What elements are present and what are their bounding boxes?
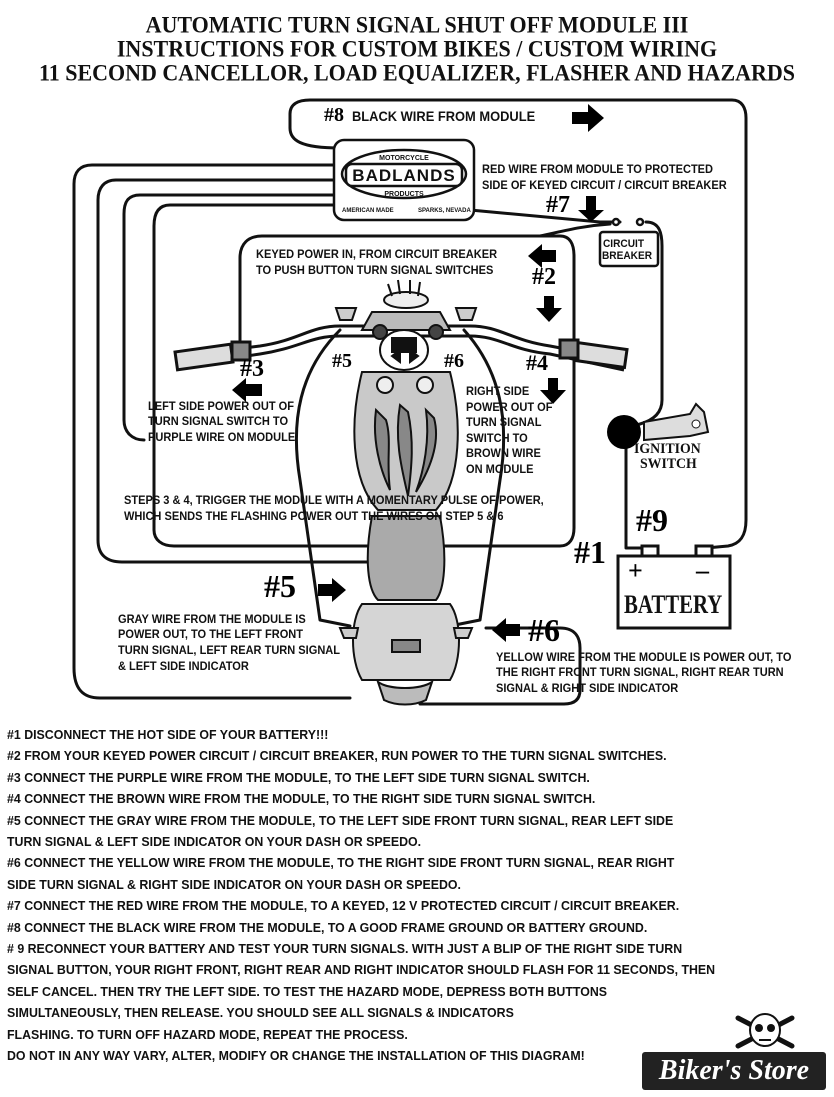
right-side-label-3: TURN SIGNAL [466, 415, 542, 429]
instructions-list: #1 DISCONNECT THE HOT SIDE OF YOUR BATTE… [7, 724, 770, 1067]
keyed-power-label-2: TO PUSH BUTTON TURN SIGNAL SWITCHES [256, 263, 494, 277]
step5-number-top: #5 [332, 350, 352, 372]
module-arc-top: MOTORCYCLE [379, 155, 429, 162]
circuit-breaker-label-1: CIRCUIT [603, 238, 645, 250]
skull-logo-icon [735, 1013, 795, 1049]
step2-number: #2 [532, 264, 556, 290]
yellow-wire-label-2: THE RIGHT FRONT TURN SIGNAL, RIGHT REAR … [496, 665, 784, 679]
black-wire [288, 98, 748, 550]
keyed-power-wire [238, 222, 612, 342]
yellow-wire-label-3: SIGNAL & RIGHT SIDE INDICATOR [496, 681, 679, 695]
right-side-label-6: ON MODULE [466, 462, 534, 476]
instruction-line: SIDE TURN SIGNAL & RIGHT SIDE INDICATOR … [7, 876, 461, 892]
arrow-down-7 [578, 196, 604, 222]
arrow-right-8 [572, 104, 604, 132]
ignition-label-2: SWITCH [640, 456, 697, 472]
fuel-tank [353, 371, 459, 511]
step7-number: #7 [546, 192, 570, 218]
arrow-down-4 [540, 378, 566, 404]
brown-wire [152, 203, 576, 548]
right-side-label-1: RIGHT SIDE [466, 384, 530, 398]
steps34-label-1: STEPS 3 & 4, TRIGGER THE MODULE WITH A M… [124, 493, 544, 507]
step3-number: #3 [240, 356, 264, 382]
right-side-label-2: POWER OUT OF [466, 400, 553, 414]
instruction-line: SELF CANCEL. THEN TRY THE LEFT SIDE. TO … [7, 983, 608, 999]
seat-and-fender [338, 515, 474, 706]
gray-wire [72, 163, 352, 700]
headlight-assembly [334, 279, 478, 371]
yellow-wire [418, 626, 582, 706]
arrows [232, 104, 604, 642]
yellow-wire-left [122, 193, 342, 442]
bikers-store-watermark: Biker's Store [642, 1052, 826, 1090]
yellow-wire-label-1: YELLOW WIRE FROM THE MODULE IS POWER OUT… [496, 650, 792, 664]
battery-plus: + [628, 556, 643, 585]
right-side-label-4: SWITCH TO [466, 431, 528, 445]
instruction-line: #2 FROM YOUR KEYED POWER CIRCUIT / CIRCU… [7, 748, 667, 764]
title-line-2: INSTRUCTIONS FOR CUSTOM BIKES / CUSTOM W… [116, 35, 718, 62]
gray-wire-label-4: & LEFT SIDE INDICATOR [118, 659, 249, 673]
left-side-label-3: PURPLE WIRE ON MODULE [148, 430, 296, 444]
title-line-3: 11 SECOND CANCELLOR, LOAD EQUALIZER, FLA… [38, 59, 796, 86]
step4-number: #4 [526, 350, 548, 375]
module-arc-bottom: PRODUCTS [384, 191, 424, 198]
ignition-switch [607, 402, 710, 449]
battery-minus: – [696, 556, 709, 585]
left-side-label-2: TURN SIGNAL SWITCH TO [148, 414, 289, 428]
gray-wire-label-1: GRAY WIRE FROM THE MODULE IS [118, 612, 306, 626]
instruction-line: FLASHING. TO TURN OFF HAZARD MODE, REPEA… [7, 1026, 408, 1042]
circuit-breaker [598, 217, 660, 268]
instruction-line: SIGNAL BUTTON, YOUR RIGHT FRONT, RIGHT R… [7, 962, 716, 978]
ignition-label-1: IGNITION [634, 441, 701, 457]
step6-number: #6 [528, 612, 560, 648]
step8-number: #8 [324, 104, 344, 126]
instruction-line: TURN SIGNAL & LEFT SIDE INDICATOR ON YOU… [7, 834, 422, 850]
step9-number: #9 [636, 502, 668, 538]
arrow-right-5 [318, 578, 346, 602]
step5-number: #5 [264, 568, 296, 604]
red-wire-label-1: RED WIRE FROM MODULE TO PROTECTED [482, 162, 714, 176]
keyed-power-label-1: KEYED POWER IN, FROM CIRCUIT BREAKER [256, 247, 498, 261]
gray-wire-label-3: TURN SIGNAL, LEFT REAR TURN SIGNAL [118, 643, 341, 657]
instruction-line: DO NOT IN ANY WAY VARY, ALTER, MODIFY OR… [7, 1048, 585, 1064]
circuit-breaker-label-2: BREAKER [602, 250, 653, 262]
arrow-left-6 [492, 618, 520, 642]
instruction-line: #4 CONNECT THE BROWN WIRE FROM THE MODUL… [7, 791, 596, 807]
battery-label: BATTERY [624, 590, 723, 619]
module-footer-left: AMERICAN MADE [342, 208, 394, 214]
right-side-label-5: BROWN WIRE [466, 446, 541, 460]
left-front-signal-wire [294, 328, 352, 628]
handlebar [173, 324, 629, 372]
battery [616, 544, 732, 630]
arrow-left-keyed [528, 244, 556, 268]
black-wire-label: BLACK WIRE FROM MODULE [352, 108, 536, 124]
left-side-label-1: LEFT SIDE POWER OUT OF [148, 399, 294, 413]
instruction-line: #7 CONNECT THE RED WIRE FROM THE MODULE,… [7, 898, 680, 914]
arrow-down-2 [536, 296, 562, 322]
arrow-left-3 [232, 378, 262, 402]
steps34-label-2: WHICH SENDS THE FLASHING POWER OUT THE W… [124, 509, 504, 523]
title-line-1: AUTOMATIC TURN SIGNAL SHUT OFF MODULE II… [145, 11, 689, 38]
instruction-line: # 9 RECONNECT YOUR BATTERY AND TEST YOUR… [7, 941, 683, 957]
right-front-signal-wire [448, 328, 506, 628]
module-footer-right: SPARKS, NEVADA [418, 208, 471, 214]
step6-number-top: #6 [444, 350, 464, 372]
badlands-module [332, 138, 476, 222]
purple-wire [96, 178, 394, 564]
instruction-line: #8 CONNECT THE BLACK WIRE FROM THE MODUL… [7, 919, 648, 935]
gray-wire-label-2: POWER OUT, TO THE LEFT FRONT [118, 627, 304, 641]
module-brand-text: BADLANDS [352, 166, 455, 185]
keyed-power-right [538, 234, 576, 342]
instruction-line: #3 CONNECT THE PURPLE WIRE FROM THE MODU… [7, 769, 590, 785]
instruction-line: #6 CONNECT THE YELLOW WIRE FROM THE MODU… [7, 855, 675, 871]
instruction-line: #1 DISCONNECT THE HOT SIDE OF YOUR BATTE… [7, 727, 329, 742]
instruction-line: #5 CONNECT THE GRAY WIRE FROM THE MODULE… [7, 812, 674, 828]
step1-number: #1 [574, 534, 606, 570]
instruction-line: SIMULTANEOUSLY, THEN RELEASE. YOU SHOULD… [7, 1005, 514, 1021]
red-wire-label-2: SIDE OF KEYED CIRCUIT / CIRCUIT BREAKER [482, 178, 727, 192]
